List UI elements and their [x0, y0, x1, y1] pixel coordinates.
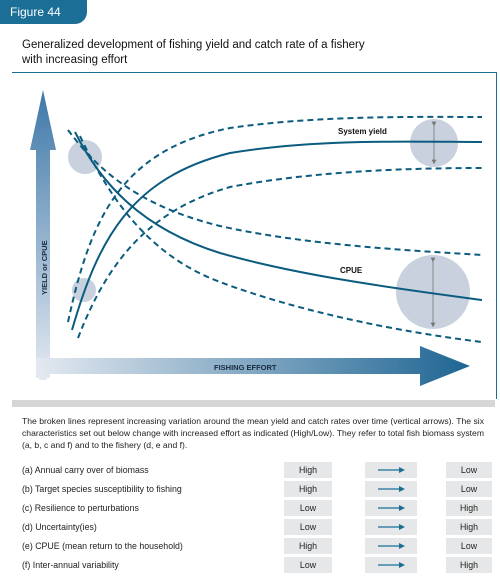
right-arrow-icon	[378, 543, 405, 549]
to-level-cell: Low	[446, 462, 492, 478]
right-arrow-icon	[378, 524, 405, 530]
change-arrow-cell	[365, 462, 417, 478]
figure-label: Figure 44	[0, 0, 87, 24]
change-arrow-cell	[365, 481, 417, 497]
yield-mean-curve	[71, 140, 483, 331]
to-level-cell: High	[446, 500, 492, 516]
cpue-start-circle	[68, 140, 102, 174]
right-arrow-icon	[378, 486, 405, 492]
right-arrow-icon	[378, 562, 405, 568]
from-level-cell: High	[284, 538, 332, 554]
from-level-cell: Low	[284, 519, 332, 535]
right-arrow-icon	[378, 467, 405, 473]
change-arrow-cell	[365, 557, 417, 573]
change-arrow-cell	[365, 519, 417, 535]
yield-lower-bound	[77, 167, 483, 339]
to-level-cell: High	[446, 557, 492, 573]
to-level-cell: High	[446, 519, 492, 535]
change-arrow-cell	[365, 538, 417, 554]
yield-upper-bound	[67, 115, 483, 323]
right-arrow-icon	[378, 505, 405, 511]
change-arrow-cell	[365, 500, 417, 516]
characteristic-label: (f) Inter-annual variability	[22, 560, 119, 570]
figure-description: The broken lines represent increasing va…	[22, 416, 484, 450]
table-row: (a) Annual carry over of biomass High Low	[22, 462, 492, 478]
table-row: (e) CPUE (mean return to the household) H…	[22, 538, 492, 554]
x-axis-arrow	[36, 346, 470, 386]
table-row: (f) Inter-annual variability Low High	[22, 557, 492, 573]
from-level-cell: High	[284, 481, 332, 497]
to-level-cell: Low	[446, 481, 492, 497]
from-level-cell: Low	[284, 557, 332, 573]
cpue-series-label: CPUE	[340, 266, 363, 275]
characteristic-label: (a) Annual carry over of biomass	[22, 465, 149, 475]
characteristic-label: (d) Uncertainty(ies)	[22, 522, 97, 532]
from-level-cell: Low	[284, 500, 332, 516]
figure-title: Generalized development of fishing yield…	[22, 38, 482, 68]
characteristic-label: (e) CPUE (mean return to the household)	[22, 541, 183, 551]
characteristic-label: (c) Resilience to perturbations	[22, 503, 139, 513]
to-level-cell: Low	[446, 538, 492, 554]
separator-bar	[12, 400, 495, 407]
chart-frame	[12, 72, 497, 399]
y-axis-label: YIELD or CPUE	[40, 240, 49, 295]
characteristic-label: (b) Target species susceptibility to fis…	[22, 484, 182, 494]
table-row: (b) Target species susceptibility to fis…	[22, 481, 492, 497]
cpue-upper-bound	[67, 129, 483, 256]
x-axis-label: FISHING EFFORT	[214, 363, 277, 372]
table-row: (c) Resilience to perturbations Low High	[22, 500, 492, 516]
title-line-2: with increasing effort	[22, 54, 128, 66]
y-axis-arrow-body	[30, 90, 56, 378]
table-row: (d) Uncertainty(ies) Low High	[22, 519, 492, 535]
from-level-cell: High	[284, 462, 332, 478]
cpue-mean-curve	[74, 131, 483, 301]
title-line-1: Generalized development of fishing yield…	[22, 39, 365, 51]
cpue-lower-bound	[79, 135, 483, 343]
yield-series-label: System yield	[338, 127, 387, 136]
